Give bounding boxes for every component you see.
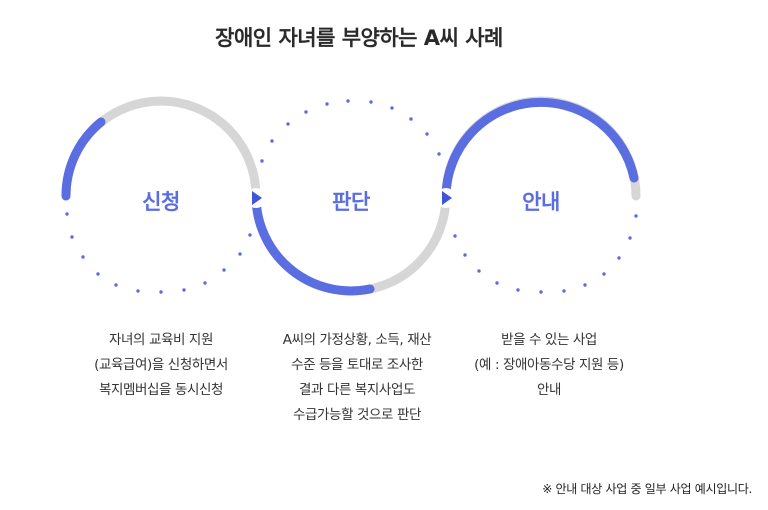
step-description-judge: A씨의 가정상황, 소득, 재산 수준 등을 토대로 조사한 결과 다른 복지사… xyxy=(247,328,467,428)
footnote: ※ 안내 대상 사업 중 일부 사업 예시입니다. xyxy=(542,482,752,496)
triangle-right-icon xyxy=(246,188,266,208)
description-line: 복지멤버십을 동시신청 xyxy=(98,382,224,398)
page-title: 장애인 자녀를 부양하는 A씨 사례 xyxy=(215,26,503,50)
step-description-guide: 받을 수 있는 사업 (예 : 장애아동수당 지원 등) 안내 xyxy=(439,328,659,403)
step-circle-apply xyxy=(61,96,261,294)
step-description-apply: 자녀의 교육비 지원 (교육급여)을 신청하면서 복지멤버십을 동시신청 xyxy=(51,328,271,403)
step-ring-track xyxy=(61,96,261,201)
description-line: 받을 수 있는 사업 xyxy=(501,332,597,348)
description-line: (예 : 장애아동수당 지원 등) xyxy=(474,357,624,373)
step-ring-progress xyxy=(61,117,106,201)
step-ring-dots xyxy=(453,214,638,294)
description-line: 안내 xyxy=(536,382,562,398)
step-ring-track xyxy=(441,96,641,201)
step-label-apply: 신청 xyxy=(142,190,180,214)
step-ring-dots xyxy=(260,99,441,163)
step-ring-dots xyxy=(65,212,252,294)
step-label-judge: 판단 xyxy=(332,190,370,214)
description-line: (교육급여)을 신청하면서 xyxy=(94,357,228,373)
description-line: A씨의 가정상황, 소득, 재산 xyxy=(282,332,432,348)
step-circle-guide xyxy=(441,96,641,294)
description-line: 수급가능할 것으로 판단 xyxy=(293,407,421,423)
step-ring-progress xyxy=(251,191,375,296)
description-line: 수준 등을 토대로 조사한 xyxy=(291,357,423,373)
step-circle-judge xyxy=(251,99,451,296)
description-line: 결과 다른 복지사업도 xyxy=(299,382,415,398)
step-label-guide: 안내 xyxy=(522,190,560,214)
triangle-right-icon xyxy=(436,188,456,208)
description-line: 자녀의 교육비 지원 xyxy=(109,332,213,348)
step-ring-progress xyxy=(441,97,639,201)
